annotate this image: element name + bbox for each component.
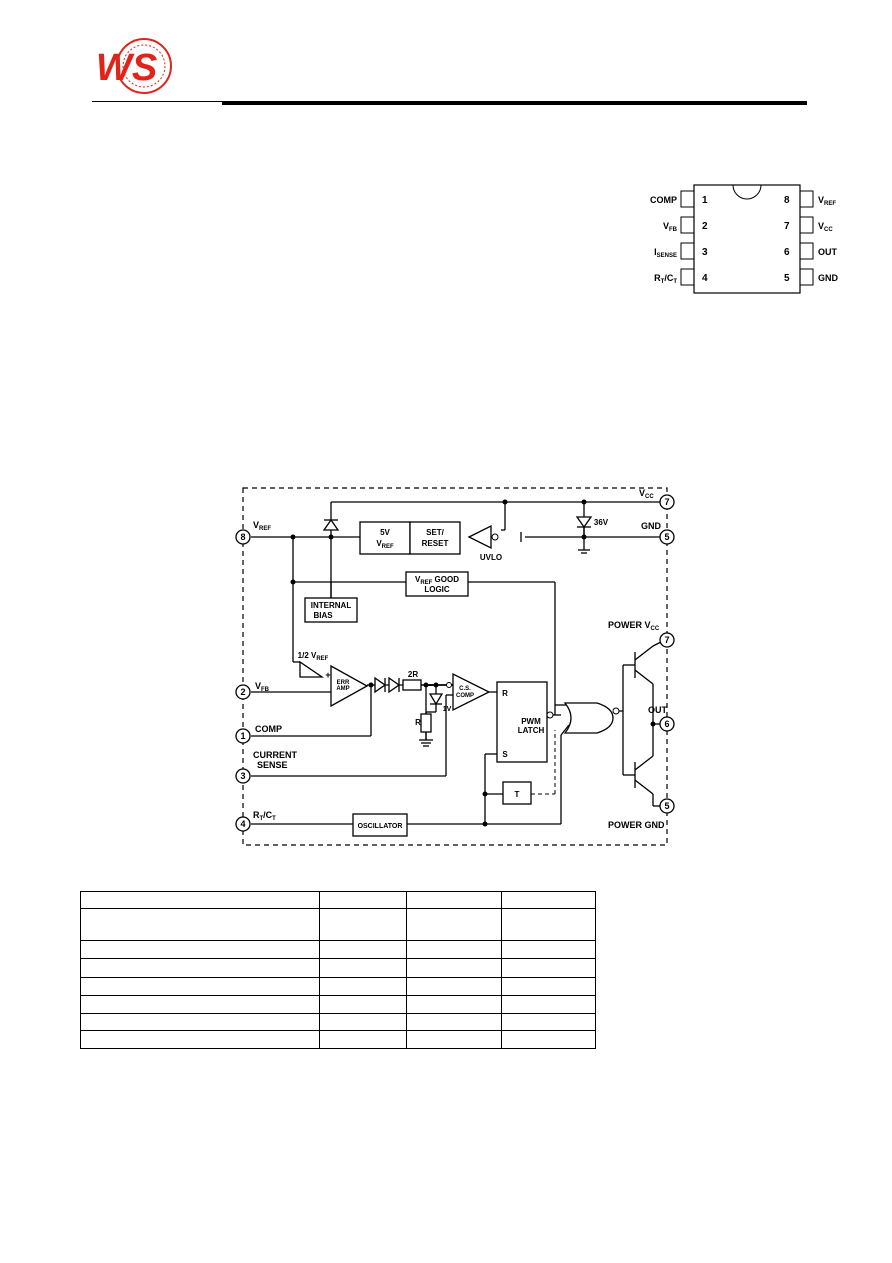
svg-text:1/2 VREF: 1/2 VREF — [298, 651, 329, 662]
res-2r — [402, 679, 422, 691]
svg-text:VREF GOOD: VREF GOOD — [415, 575, 459, 586]
svg-text:POWER GND: POWER GND — [608, 820, 665, 830]
header-rule-thick — [222, 101, 807, 105]
pin-num-6: 6 — [784, 247, 790, 258]
bd-pin-1 — [235, 728, 251, 744]
svg-text:6: 6 — [664, 719, 669, 729]
svg-text:COMP: COMP — [456, 693, 474, 699]
svg-text:COMP: COMP — [255, 724, 282, 734]
svg-text:VREF: VREF — [253, 520, 271, 532]
svg-text:−: − — [325, 687, 330, 697]
bd-pin-7b — [659, 632, 675, 648]
pin-num-2: 2 — [702, 221, 708, 232]
pin-label-vcc: VCC — [818, 221, 833, 233]
svg-text:R: R — [502, 689, 508, 698]
bd-pin-7a — [659, 494, 675, 510]
bd-pin-5b — [659, 798, 675, 814]
vref-5v-block — [359, 521, 411, 555]
internal-bias-block — [304, 597, 358, 623]
pin-label-out: OUT — [818, 247, 838, 257]
bd-pin-5a — [659, 529, 675, 545]
svg-text:36V: 36V — [594, 518, 609, 527]
svg-text:+: + — [325, 670, 330, 680]
spec-table — [80, 890, 596, 1050]
pin-num-7: 7 — [784, 221, 790, 232]
svg-text:1: 1 — [240, 731, 245, 741]
pin-label-vref: VREF — [818, 195, 836, 207]
svg-text:INTERNAL: INTERNAL — [311, 601, 352, 610]
svg-text:T: T — [515, 790, 520, 799]
t-block — [502, 781, 532, 805]
pin-label-vfb: VFB — [663, 221, 678, 233]
svg-text:7: 7 — [664, 497, 669, 507]
svg-text:VFB: VFB — [255, 681, 270, 693]
half-vref-buffer — [299, 660, 325, 678]
svg-text:POWER VCC: POWER VCC — [608, 620, 660, 632]
svg-text:BIAS: BIAS — [313, 611, 333, 620]
pin-label-isense: ISENSE — [654, 247, 677, 259]
pin-label-rtct: RT/CT — [654, 273, 677, 285]
svg-text:UVLO: UVLO — [480, 553, 502, 562]
vref-good-block — [405, 571, 469, 597]
bd-pin-2 — [235, 684, 251, 700]
svg-text:R: R — [415, 718, 421, 727]
bd-pin-8 — [235, 529, 251, 545]
ic-notch — [732, 184, 762, 200]
svg-text:OSCILLATOR: OSCILLATOR — [358, 823, 403, 830]
ic-body — [693, 184, 801, 294]
bd-pin-4 — [235, 816, 251, 832]
pin-num-5: 5 — [784, 273, 790, 284]
bd-pin-6 — [659, 716, 675, 732]
svg-text:GND: GND — [641, 521, 662, 531]
svg-text:SENSE: SENSE — [257, 760, 288, 770]
ws-logo: WS — [96, 38, 172, 94]
svg-text:CURRENT: CURRENT — [253, 750, 298, 760]
pinout-diagram: COMP VFB ISENSE RT/CT 1 2 3 4 8 7 6 5 VR… — [650, 184, 839, 294]
svg-text:ERR: ERR — [337, 680, 350, 686]
svg-text:OUT: OUT — [648, 705, 668, 715]
svg-text:VCC: VCC — [639, 488, 654, 500]
oscillator-block — [352, 813, 408, 837]
svg-text:RT/CT: RT/CT — [253, 810, 276, 822]
svg-text:S: S — [502, 750, 508, 759]
svg-text:AMP: AMP — [336, 686, 349, 692]
svg-text:4: 4 — [240, 819, 245, 829]
svg-text:VREF: VREF — [376, 539, 394, 550]
header-rule-thin — [92, 101, 222, 102]
svg-text:7: 7 — [664, 635, 669, 645]
svg-text:PWM: PWM — [521, 717, 541, 726]
svg-text:5: 5 — [664, 532, 669, 542]
set-reset-block — [409, 521, 461, 555]
block-diagram: 8 2 1 3 4 7 5 7 6 5 VREF VFB COMP CURREN… — [235, 487, 675, 846]
svg-text:3: 3 — [240, 771, 245, 781]
svg-text:SET/: SET/ — [426, 528, 445, 537]
svg-text:2: 2 — [240, 687, 245, 697]
svg-text:C.S.: C.S. — [459, 686, 471, 692]
err-amp — [330, 664, 369, 708]
pin-num-1: 1 — [702, 195, 708, 206]
bd-pin-3 — [235, 768, 251, 784]
pin-num-8: 8 — [784, 195, 790, 206]
svg-text:5V: 5V — [380, 528, 390, 537]
pin-num-3: 3 — [702, 247, 708, 258]
pin-label-comp: COMP — [650, 195, 677, 205]
package-outline — [242, 487, 668, 846]
res-r — [420, 713, 432, 733]
cs-comp — [452, 672, 491, 712]
pin-num-4: 4 — [702, 273, 708, 284]
diode-2 — [388, 676, 401, 694]
svg-text:5: 5 — [664, 801, 669, 811]
logo-text: WS — [96, 47, 157, 89]
svg-text:LATCH: LATCH — [518, 726, 545, 735]
nor-gate — [563, 702, 614, 734]
svg-text:2R: 2R — [408, 670, 418, 679]
diode-1 — [374, 676, 387, 694]
pwm-latch-block — [496, 681, 548, 763]
svg-text:RESET: RESET — [422, 539, 449, 548]
pin-label-gnd: GND — [818, 273, 839, 283]
uvlo-buffer — [467, 524, 492, 550]
svg-text:LOGIC: LOGIC — [424, 585, 450, 594]
svg-text:8: 8 — [240, 532, 245, 542]
svg-text:1V: 1V — [443, 706, 452, 713]
